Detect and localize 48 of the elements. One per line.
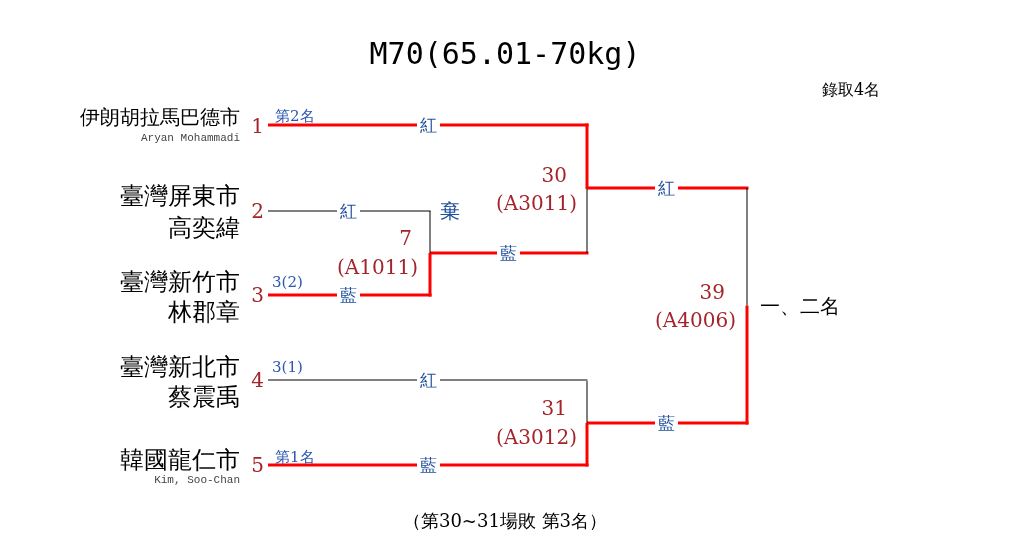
- seed-number: 2: [251, 199, 264, 223]
- bracket-line: [268, 293, 432, 297]
- bracket-line: [267, 210, 431, 212]
- placement-note: 第2名: [275, 107, 315, 125]
- placement-note: 3(1): [272, 358, 303, 376]
- seed-number: 39: [699, 280, 725, 304]
- seed-number: (A3011): [496, 191, 577, 215]
- place-name: 林郡章: [168, 298, 240, 326]
- corner-label: 藍: [417, 455, 440, 475]
- place-name: 臺灣新竹市: [120, 268, 240, 296]
- place-name: 韓國龍仁市: [120, 446, 240, 474]
- corner-label: 藍: [497, 243, 520, 263]
- placement-note: 第1名: [275, 448, 315, 466]
- corner-label: 紅: [417, 370, 440, 390]
- place-name: 臺灣屏東市: [120, 182, 240, 210]
- seed-number: 1: [251, 114, 264, 138]
- place-name: 蔡震禹: [168, 383, 240, 411]
- corner-label: 藍: [655, 413, 678, 433]
- romanized-name: Kim, Soo-Chan: [154, 473, 240, 487]
- bracket-line: [587, 186, 749, 190]
- caption: （第30~31場敗 第3名）: [401, 509, 609, 533]
- forfeit-mark: 棄: [440, 199, 460, 223]
- bracket-line: [430, 251, 589, 255]
- corner-label: 紅: [417, 115, 440, 135]
- place-name: 伊朗胡拉馬巴德市: [80, 105, 240, 129]
- seed-number: (A1011): [337, 255, 418, 279]
- seed-number: 4: [251, 368, 264, 392]
- corner-label: 藍: [337, 285, 360, 305]
- seed-number: 31: [541, 396, 567, 420]
- seed-number: 30: [541, 163, 567, 187]
- seed-number: (A4006): [655, 308, 736, 332]
- place-name: 高奕緯: [168, 214, 240, 242]
- placement-note: 3(2): [272, 273, 303, 291]
- placement-text: 一、二名: [760, 294, 840, 318]
- bracket-line: [268, 463, 589, 467]
- seed-number: 5: [251, 453, 264, 477]
- seed-number: 7: [399, 226, 412, 250]
- romanized-name: Aryan Mohammadi: [140, 131, 240, 145]
- bracket-line: [587, 421, 749, 425]
- bracket-line: [268, 123, 589, 127]
- seed-number: (A3012): [496, 425, 577, 449]
- corner-label: 紅: [337, 201, 360, 221]
- bracket-line: [267, 379, 588, 381]
- seed-number: 3: [251, 283, 264, 307]
- note-text: 錄取4名: [822, 80, 881, 100]
- corner-label: 紅: [655, 178, 678, 198]
- title: M70(65.01-70kg): [368, 36, 642, 72]
- place-name: 臺灣新北市: [120, 353, 240, 381]
